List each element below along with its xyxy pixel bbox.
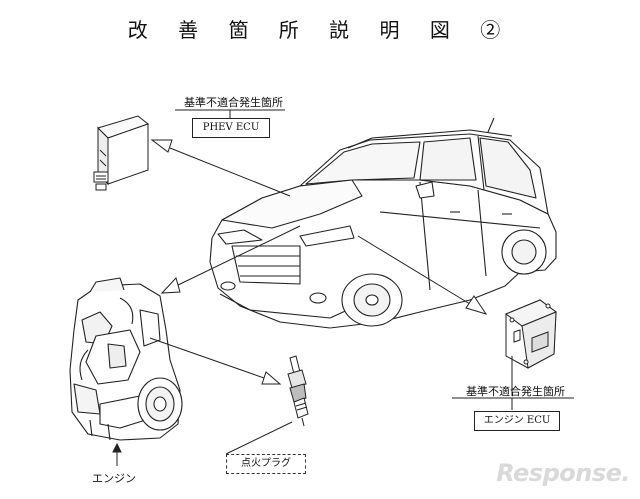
arrow-to-spark-plug bbox=[149, 337, 265, 379]
engine-illustration bbox=[69, 277, 183, 441]
engine-ecu-illustration bbox=[504, 299, 558, 369]
arrowhead-spark-plug bbox=[261, 371, 282, 385]
phev-ecu-label-box: PHEV ECU bbox=[192, 118, 270, 138]
engine-ecu-label-box: エンジン ECU bbox=[474, 411, 560, 431]
spark-plug-leader bbox=[225, 421, 293, 455]
arrowhead-phev-ecu bbox=[150, 139, 173, 153]
spark-plug-illustration bbox=[287, 355, 309, 427]
engine-label: エンジン bbox=[92, 472, 136, 485]
response-watermark-logo: Response. bbox=[496, 459, 630, 487]
car-illustration bbox=[209, 117, 557, 329]
arrowhead-engine-label bbox=[112, 442, 122, 453]
phev-ecu-illustration bbox=[93, 115, 150, 191]
arrow-to-engine bbox=[175, 225, 301, 287]
arrow-to-phev-ecu bbox=[169, 147, 291, 197]
arrowhead-engine bbox=[160, 277, 181, 294]
engine-ecu-callout-header: 基準不適合発生箇所 bbox=[466, 385, 565, 398]
spark-plug-label-box: 点火プラグ bbox=[226, 454, 306, 474]
diagram-title: 改 善 箇 所 説 明 図 ② bbox=[127, 18, 513, 42]
engine-ecu-callout-leader bbox=[452, 397, 574, 410]
arrow-to-engine-ecu bbox=[357, 235, 471, 305]
phev-callout-header: 基準不適合発生箇所 bbox=[184, 96, 283, 109]
arrowhead-engine-ecu bbox=[465, 295, 488, 315]
arrows bbox=[112, 139, 513, 466]
phev-callout-leader bbox=[175, 109, 285, 118]
